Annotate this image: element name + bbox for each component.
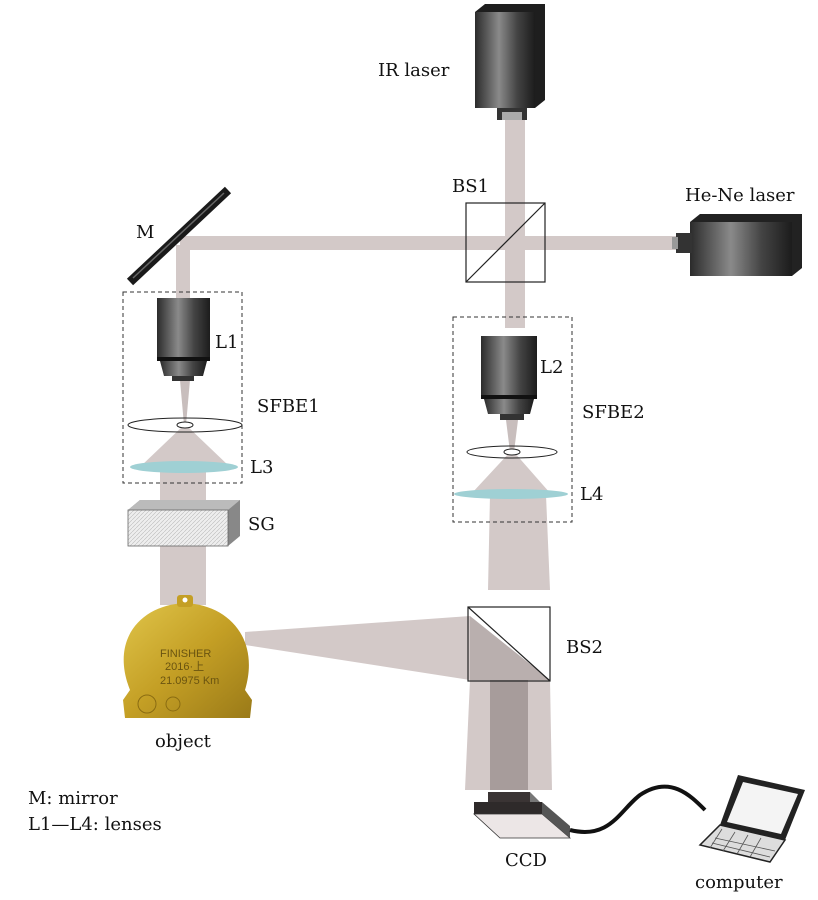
expanding-beam-1 xyxy=(140,425,230,467)
legend-lenses: L1—L4: lenses xyxy=(28,814,162,835)
svg-text:FINISHER: FINISHER xyxy=(160,648,211,660)
label-l3: L3 xyxy=(250,457,273,478)
label-object: object xyxy=(155,731,212,752)
label-ir-laser: IR laser xyxy=(378,60,450,81)
label-l4: L4 xyxy=(580,484,603,505)
sfbe1-box xyxy=(122,291,243,484)
label-sfbe2: SFBE2 xyxy=(582,402,645,423)
ccd-camera xyxy=(472,792,572,839)
lens-l4 xyxy=(454,489,568,499)
label-sg: SG xyxy=(248,514,275,535)
he-ne-beam xyxy=(180,236,677,250)
reference-beam xyxy=(488,495,550,590)
legend-mirror: M: mirror xyxy=(28,788,118,809)
focus-cone-1 xyxy=(180,380,190,425)
shear-grating-sg xyxy=(127,500,240,547)
label-bs1: BS1 xyxy=(452,176,489,197)
label-l2: L2 xyxy=(540,357,563,378)
label-he-ne-laser: He-Ne laser xyxy=(685,185,795,206)
objective-l2 xyxy=(481,336,537,420)
ir-beam xyxy=(505,118,525,328)
svg-text:2016·上: 2016·上 xyxy=(165,660,204,673)
objective-l1 xyxy=(157,298,210,381)
beam-to-sg xyxy=(160,470,206,502)
pinhole-1 xyxy=(127,417,243,433)
he-ne-laser xyxy=(672,214,802,276)
focus-cone-2 xyxy=(506,420,518,452)
object-beam xyxy=(245,616,470,680)
sfbe2-box xyxy=(452,316,573,523)
bs2-overlap xyxy=(470,616,550,680)
beam-splitter-bs2 xyxy=(467,606,551,682)
label-l1: L1 xyxy=(215,332,238,353)
label-ccd: CCD xyxy=(505,850,547,871)
ir-laser xyxy=(475,4,545,120)
pinhole-2-aperture xyxy=(503,448,521,456)
pinhole-1-aperture xyxy=(176,421,194,429)
object-medal-photo: FINISHER 2016·上 21.0975 Km xyxy=(123,595,252,718)
laser-beams xyxy=(140,118,677,790)
svg-text:21.0975 Km: 21.0975 Km xyxy=(160,675,219,687)
lens-l3 xyxy=(130,461,238,473)
mirror-m xyxy=(126,186,232,286)
beam-splitter-bs1 xyxy=(465,202,546,283)
mirror-beam xyxy=(176,245,190,300)
overlap-beam xyxy=(490,672,528,790)
label-sfbe1: SFBE1 xyxy=(257,396,320,417)
pinhole-2 xyxy=(466,445,558,459)
label-computer: computer xyxy=(695,872,783,893)
expanding-beam-2 xyxy=(472,452,550,493)
label-bs2: BS2 xyxy=(566,637,603,658)
cable xyxy=(569,784,707,834)
label-m: M xyxy=(136,222,154,243)
computer-laptop-icon xyxy=(698,775,805,863)
